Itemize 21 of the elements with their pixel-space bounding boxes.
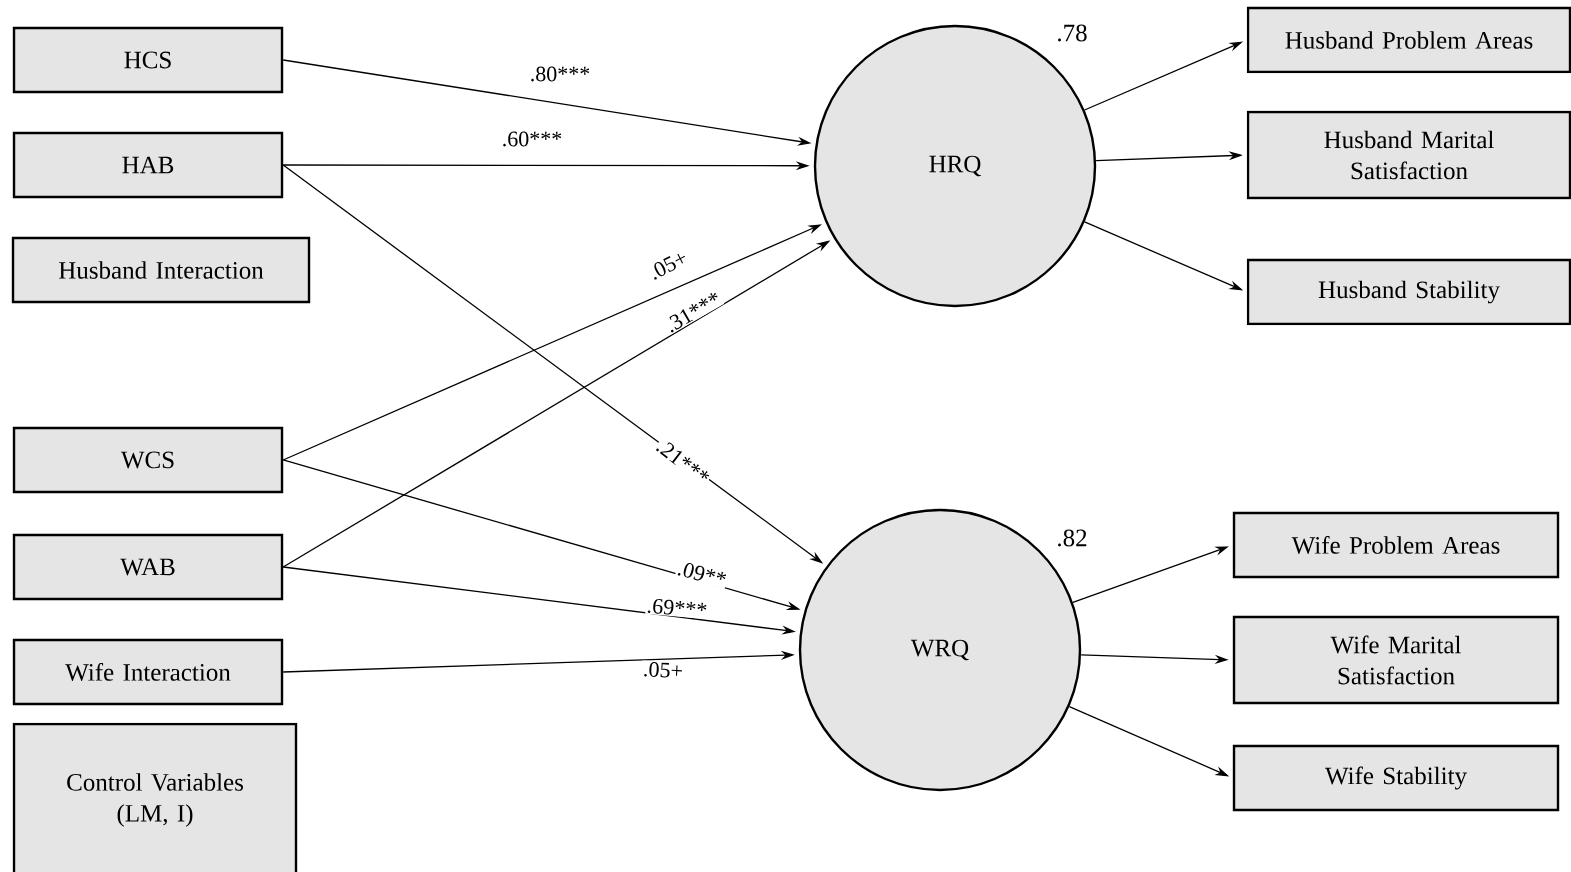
edge-label: .21***: [653, 436, 713, 488]
variable-box: Husband Interaction: [11, 236, 311, 304]
edge-label: .05+: [641, 660, 685, 680]
edge-label: .69***: [645, 596, 709, 620]
value-label: .78: [1058, 24, 1087, 42]
variable-box: WCS: [12, 426, 284, 494]
variable-box: Wife Interaction: [12, 638, 284, 706]
variable-box: WAB: [12, 533, 284, 601]
variable-box: Husband Marital Satisfaction: [1246, 110, 1571, 200]
variable-box: Wife Stability: [1232, 744, 1560, 812]
edge-label: .09**: [674, 559, 730, 589]
variable-box: Husband Problem Areas: [1246, 6, 1571, 74]
variable-box: Wife Problem Areas: [1232, 511, 1560, 579]
variable-box: Wife Marital Satisfaction: [1232, 615, 1560, 705]
edge-label: .05+: [645, 247, 691, 283]
variable-box: HCS: [12, 26, 284, 94]
variable-box: HAB: [12, 131, 284, 199]
variable-box: Control Variables (LM, I): [12, 722, 298, 872]
edge-label: .60***: [500, 130, 564, 148]
edge-label: .80***: [528, 65, 592, 83]
variable-box: Husband Stability: [1246, 258, 1571, 326]
